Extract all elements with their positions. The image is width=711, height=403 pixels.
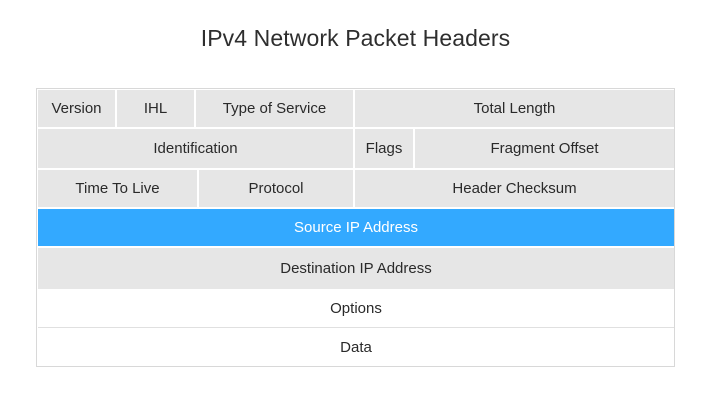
field-options: Options — [38, 289, 674, 327]
field-fragment-offset: Fragment Offset — [415, 129, 674, 168]
field-ihl: IHL — [117, 90, 194, 127]
field-type-of-service: Type of Service — [196, 90, 353, 127]
field-protocol: Protocol — [199, 170, 353, 207]
field-flags: Flags — [355, 129, 413, 168]
field-source-ip-address: Source IP Address — [38, 209, 674, 246]
field-data: Data — [38, 327, 674, 366]
field-version: Version — [38, 90, 115, 127]
field-time-to-live: Time To Live — [38, 170, 197, 207]
field-destination-ip-address: Destination IP Address — [38, 248, 674, 289]
ipv4-header-diagram: Version IHL Type of Service Total Length… — [36, 88, 675, 367]
field-total-length: Total Length — [355, 90, 674, 127]
field-header-checksum: Header Checksum — [355, 170, 674, 207]
field-identification: Identification — [38, 129, 353, 168]
diagram-title: IPv4 Network Packet Headers — [200, 25, 511, 51]
